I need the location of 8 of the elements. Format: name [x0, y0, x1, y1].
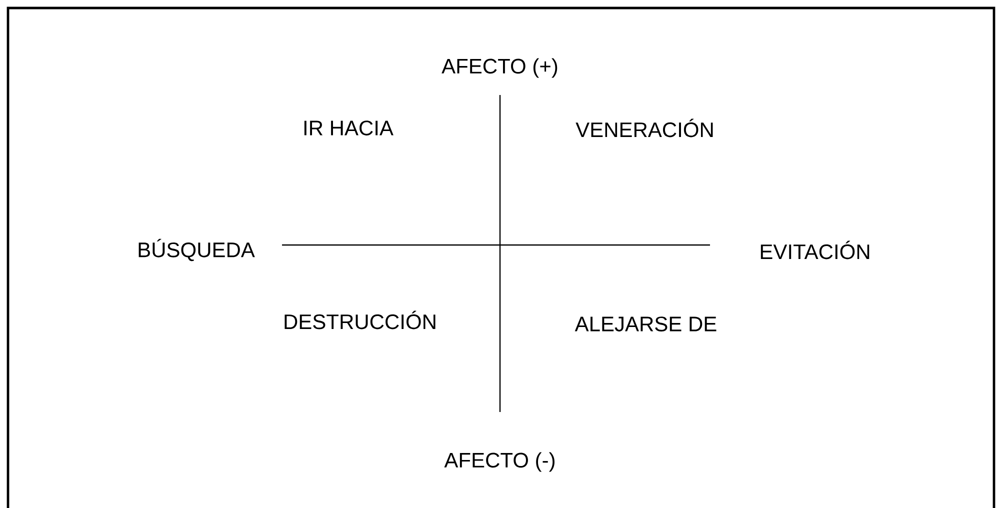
axis-label: VENERACIÓN [576, 118, 713, 138]
axis-label: IR HACIA [304, 120, 394, 136]
axis-label: AFECTO (-) [444, 452, 554, 472]
axis-label: AFECTO (+) [442, 58, 558, 78]
axis-label: DESTRUCCIÓN [284, 310, 436, 330]
axis-label: EVITACIÓN [760, 240, 870, 260]
axis-label: ALEJARSE DE [574, 316, 716, 332]
axis-label: BÚSQUEDA [138, 238, 255, 262]
